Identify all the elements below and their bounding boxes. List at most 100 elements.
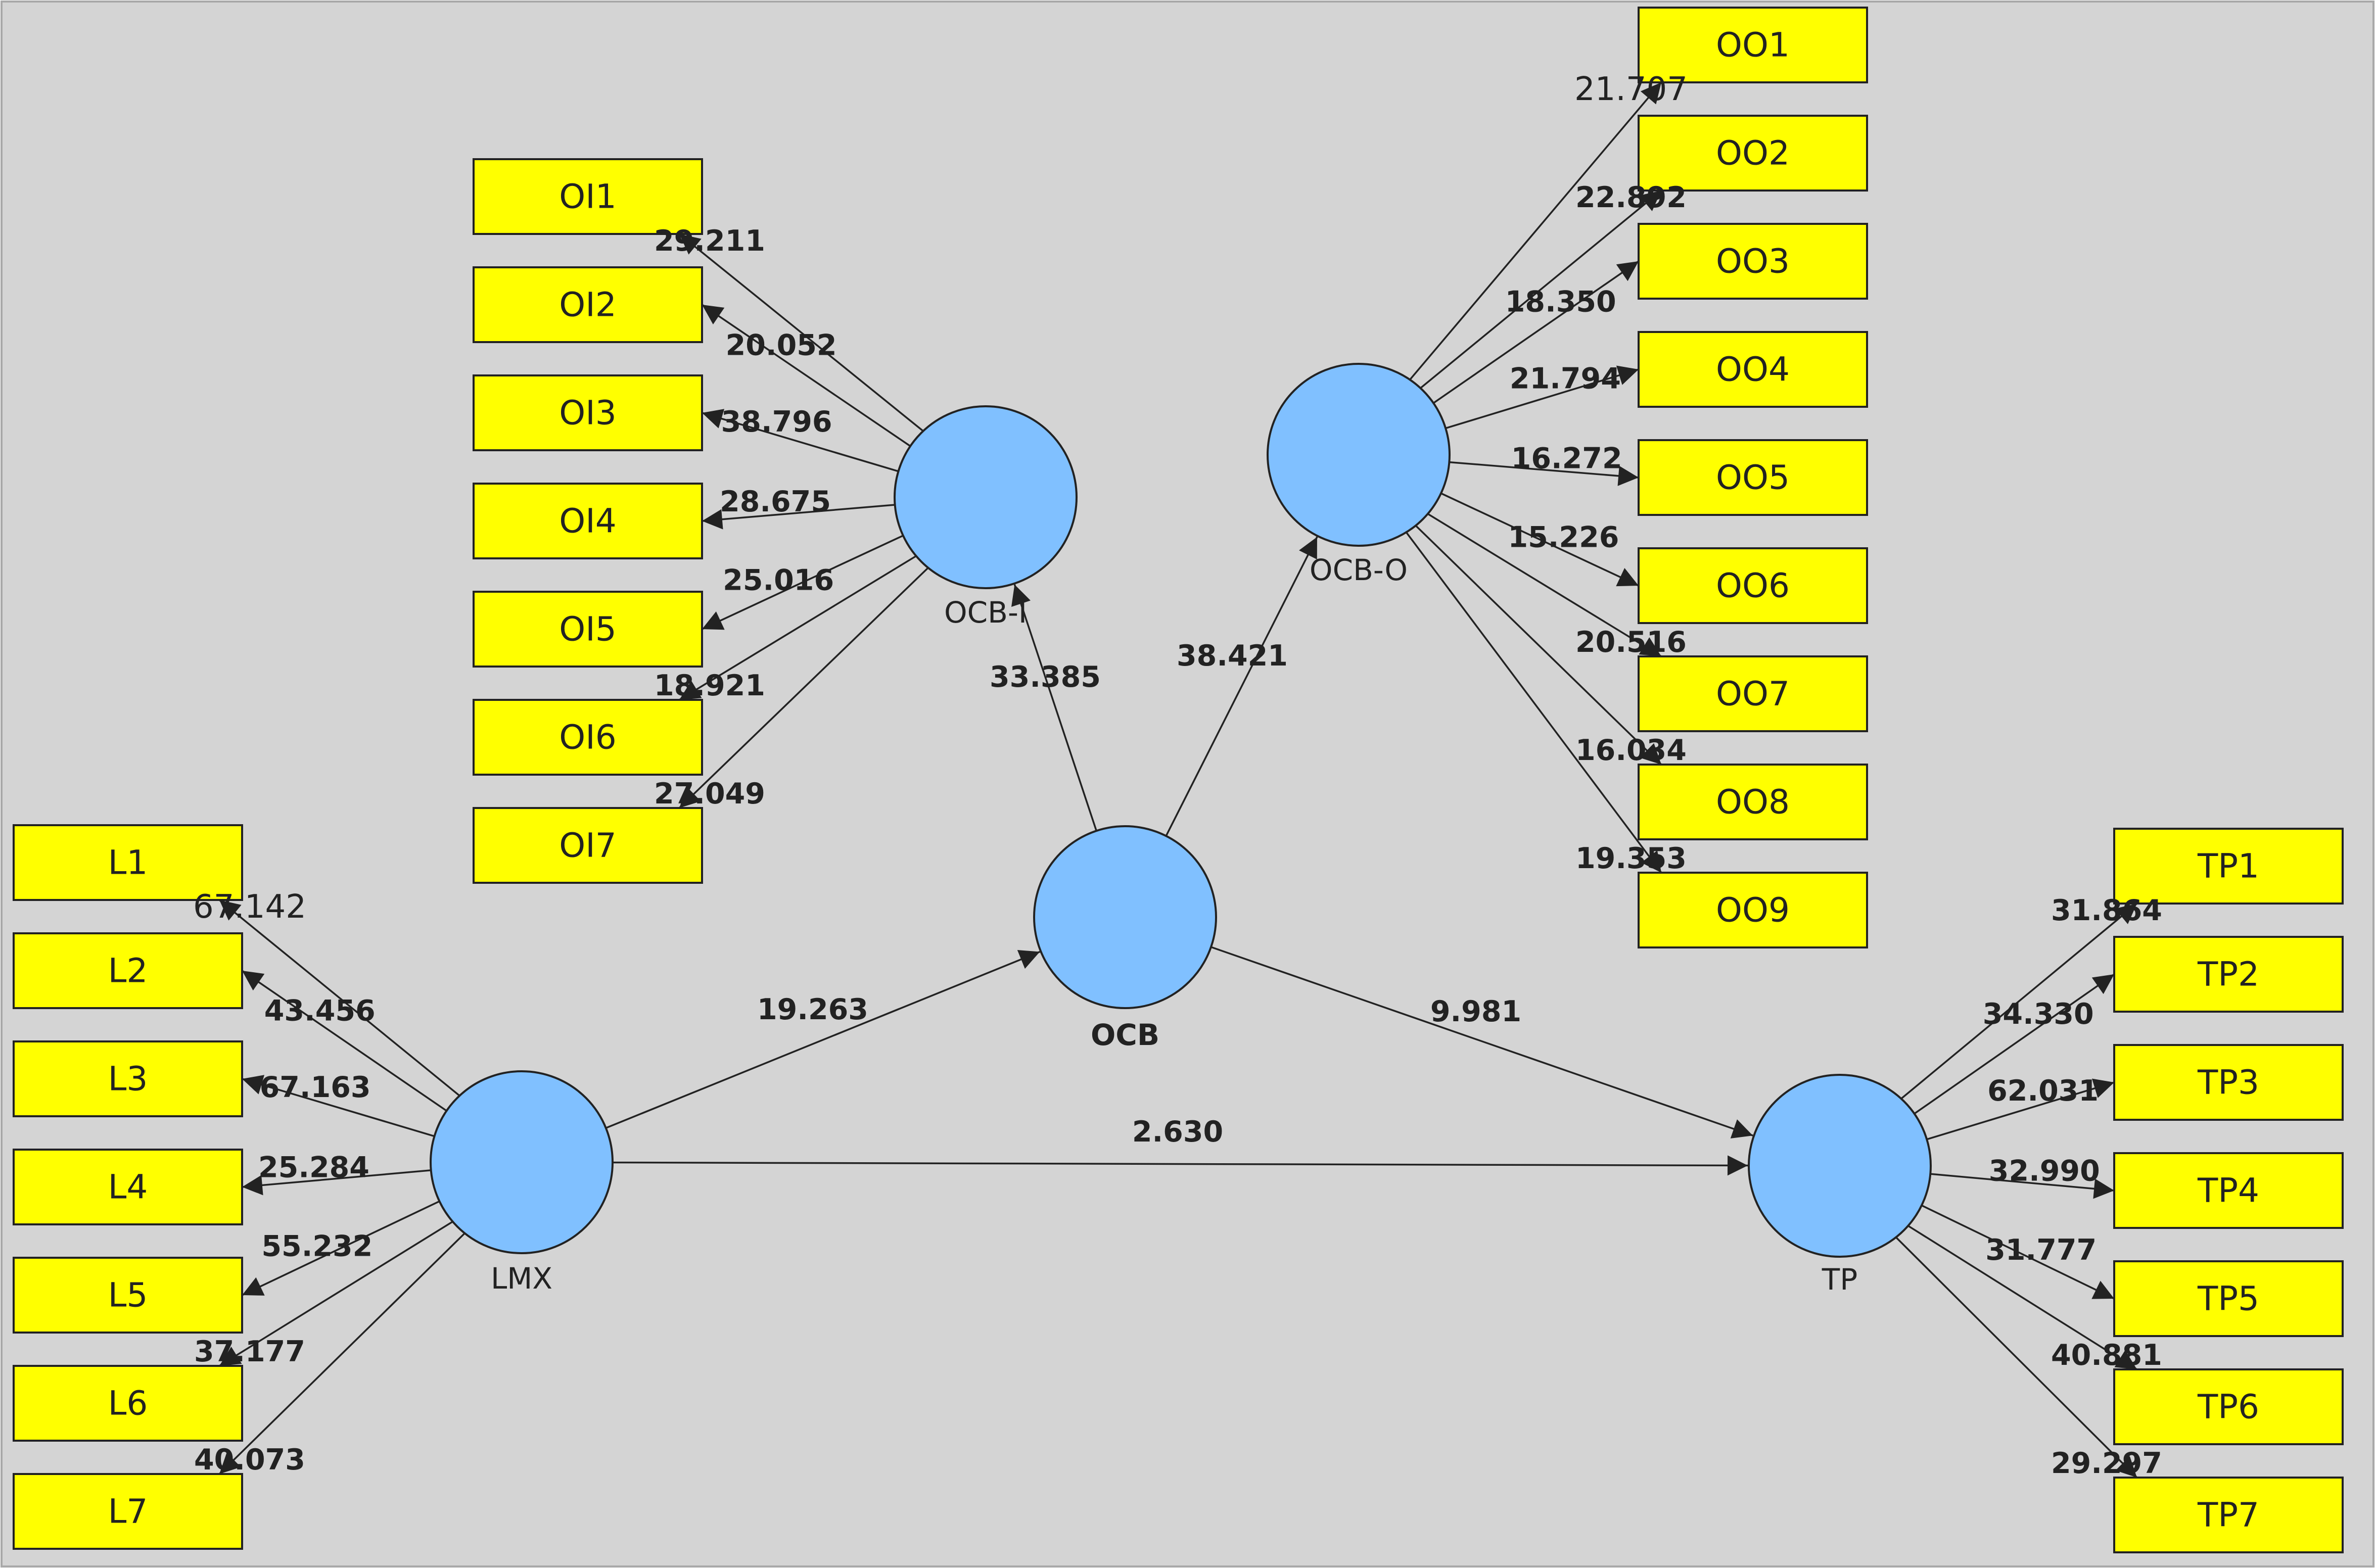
loading-value-l4: 25.284 [258, 1151, 369, 1184]
indicator-tp2[interactable]: TP2 [2113, 936, 2344, 1013]
indicator-l2[interactable]: L2 [13, 932, 243, 1009]
indicator-box [2113, 828, 2344, 905]
path-coefficient-lmx-to-ocb: 19.263 [757, 993, 868, 1026]
construct-ocb[interactable] [1033, 825, 1217, 1009]
indicator-tp3[interactable]: TP3 [2113, 1044, 2344, 1121]
indicator-oo7[interactable]: OO7 [1638, 655, 1868, 732]
indicator-label: OI6 [559, 718, 616, 757]
indicator-label: OO7 [1716, 675, 1790, 714]
indicator-oo1[interactable]: OO1 [1638, 7, 1868, 83]
loading-arrow-oo8 [1415, 525, 1662, 766]
loading-value-l5: 55.232 [261, 1229, 372, 1263]
loading-arrow-oo4 [1445, 365, 1639, 430]
indicator-label: OI4 [559, 502, 616, 541]
indicator-tp6[interactable]: TP6 [2113, 1368, 2344, 1445]
indicator-oi3[interactable]: OI3 [473, 374, 703, 451]
construct-circle [430, 1070, 614, 1254]
indicator-l6[interactable]: L6 [13, 1365, 243, 1442]
indicator-oi1[interactable]: OI1 [473, 158, 703, 235]
indicator-label: OO6 [1716, 566, 1790, 605]
indicator-box [1638, 439, 1868, 516]
path-arrow-ocb-to-ocbo [1165, 536, 1318, 837]
indicator-oi6[interactable]: OI6 [473, 699, 703, 776]
indicator-tp1[interactable]: TP1 [2113, 828, 2344, 905]
loading-arrow-tp2 [1914, 973, 2115, 1115]
indicator-box [13, 1365, 243, 1442]
loading-value-tp7: 29.297 [2051, 1447, 2162, 1480]
construct-ocbo[interactable] [1267, 363, 1451, 547]
loading-value-oi7: 27.049 [654, 777, 765, 811]
indicator-label: TP4 [2197, 1171, 2259, 1210]
indicator-box [1638, 7, 1868, 83]
indicator-label: L1 [108, 843, 148, 882]
indicator-tp5[interactable]: TP5 [2113, 1260, 2344, 1337]
path-arrow-ocb-to-ocbi [1011, 584, 1097, 831]
indicator-box [1638, 331, 1868, 408]
loading-arrow-oo9 [1405, 532, 1662, 874]
indicator-oi7[interactable]: OI7 [473, 807, 703, 884]
indicator-label: OO2 [1716, 134, 1790, 173]
loading-value-tp6: 40.881 [2051, 1339, 2162, 1372]
indicator-l3[interactable]: L3 [13, 1040, 243, 1117]
indicator-box [2113, 1152, 2344, 1229]
loading-arrow-oi6 [679, 555, 917, 701]
loading-value-tp1: 31.864 [2051, 894, 2162, 927]
indicator-box [13, 932, 243, 1009]
indicator-box [1638, 872, 1868, 948]
indicator-oo9[interactable]: OO9 [1638, 872, 1868, 948]
loading-value-oi3: 38.796 [721, 405, 832, 439]
indicator-oi5[interactable]: OI5 [473, 591, 703, 668]
indicator-tp7[interactable]: TP7 [2113, 1477, 2344, 1553]
indicator-box [2113, 1368, 2344, 1445]
indicator-label: OI7 [559, 826, 616, 865]
edges-layer [218, 81, 2138, 1479]
indicator-oi2[interactable]: OI2 [473, 266, 703, 343]
indicator-l5[interactable]: L5 [13, 1257, 243, 1334]
indicator-l1[interactable]: L1 [13, 824, 243, 901]
loading-arrow-oi4 [702, 504, 895, 530]
loading-value-tp5: 31.777 [1985, 1233, 2097, 1267]
loading-value-tp2: 34.330 [1983, 997, 2094, 1031]
loading-value-oo1: 21.707 [1574, 71, 1688, 108]
indicator-label: OO1 [1716, 26, 1790, 65]
loading-arrow-oo5 [1449, 461, 1639, 486]
loading-value-oo2: 22.892 [1575, 181, 1687, 214]
loading-arrow-tp3 [1926, 1078, 2115, 1141]
indicator-box [13, 1473, 243, 1550]
construct-circle [894, 405, 1078, 589]
indicator-l7[interactable]: L7 [13, 1473, 243, 1550]
indicator-box [473, 807, 703, 884]
indicator-box [473, 699, 703, 776]
indicator-box [2113, 1260, 2344, 1337]
construct-tp[interactable] [1748, 1074, 1932, 1258]
indicator-oi4[interactable]: OI4 [473, 483, 703, 559]
indicator-oo5[interactable]: OO5 [1638, 439, 1868, 516]
loading-arrow-oi3 [702, 409, 899, 472]
indicator-tp4[interactable]: TP4 [2113, 1152, 2344, 1229]
indicator-label: L2 [108, 952, 148, 990]
indicator-oo8[interactable]: OO8 [1638, 764, 1868, 840]
indicator-box [1638, 655, 1868, 732]
construct-lmx[interactable] [430, 1070, 614, 1254]
indicator-box [13, 824, 243, 901]
construct-label: TP [1822, 1262, 1857, 1297]
indicator-l4[interactable]: L4 [13, 1149, 243, 1225]
loading-value-oo8: 16.034 [1575, 734, 1687, 767]
indicator-box [1638, 115, 1868, 192]
indicator-box [473, 158, 703, 235]
indicator-oo3[interactable]: OO3 [1638, 223, 1868, 300]
path-arrow-lmx-to-ocb [606, 950, 1041, 1129]
loading-arrow-oi2 [702, 304, 911, 447]
construct-ocbi[interactable] [894, 405, 1078, 589]
loading-value-l3: 67.163 [260, 1071, 371, 1104]
loading-arrow-tp5 [1921, 1204, 2115, 1300]
indicator-oo4[interactable]: OO4 [1638, 331, 1868, 408]
indicator-box [13, 1257, 243, 1334]
construct-label: OCB-O [1310, 553, 1408, 587]
indicator-oo2[interactable]: OO2 [1638, 115, 1868, 192]
indicator-oo6[interactable]: OO6 [1638, 547, 1868, 624]
indicator-box [1638, 764, 1868, 840]
loading-value-oo4: 21.794 [1510, 362, 1621, 395]
